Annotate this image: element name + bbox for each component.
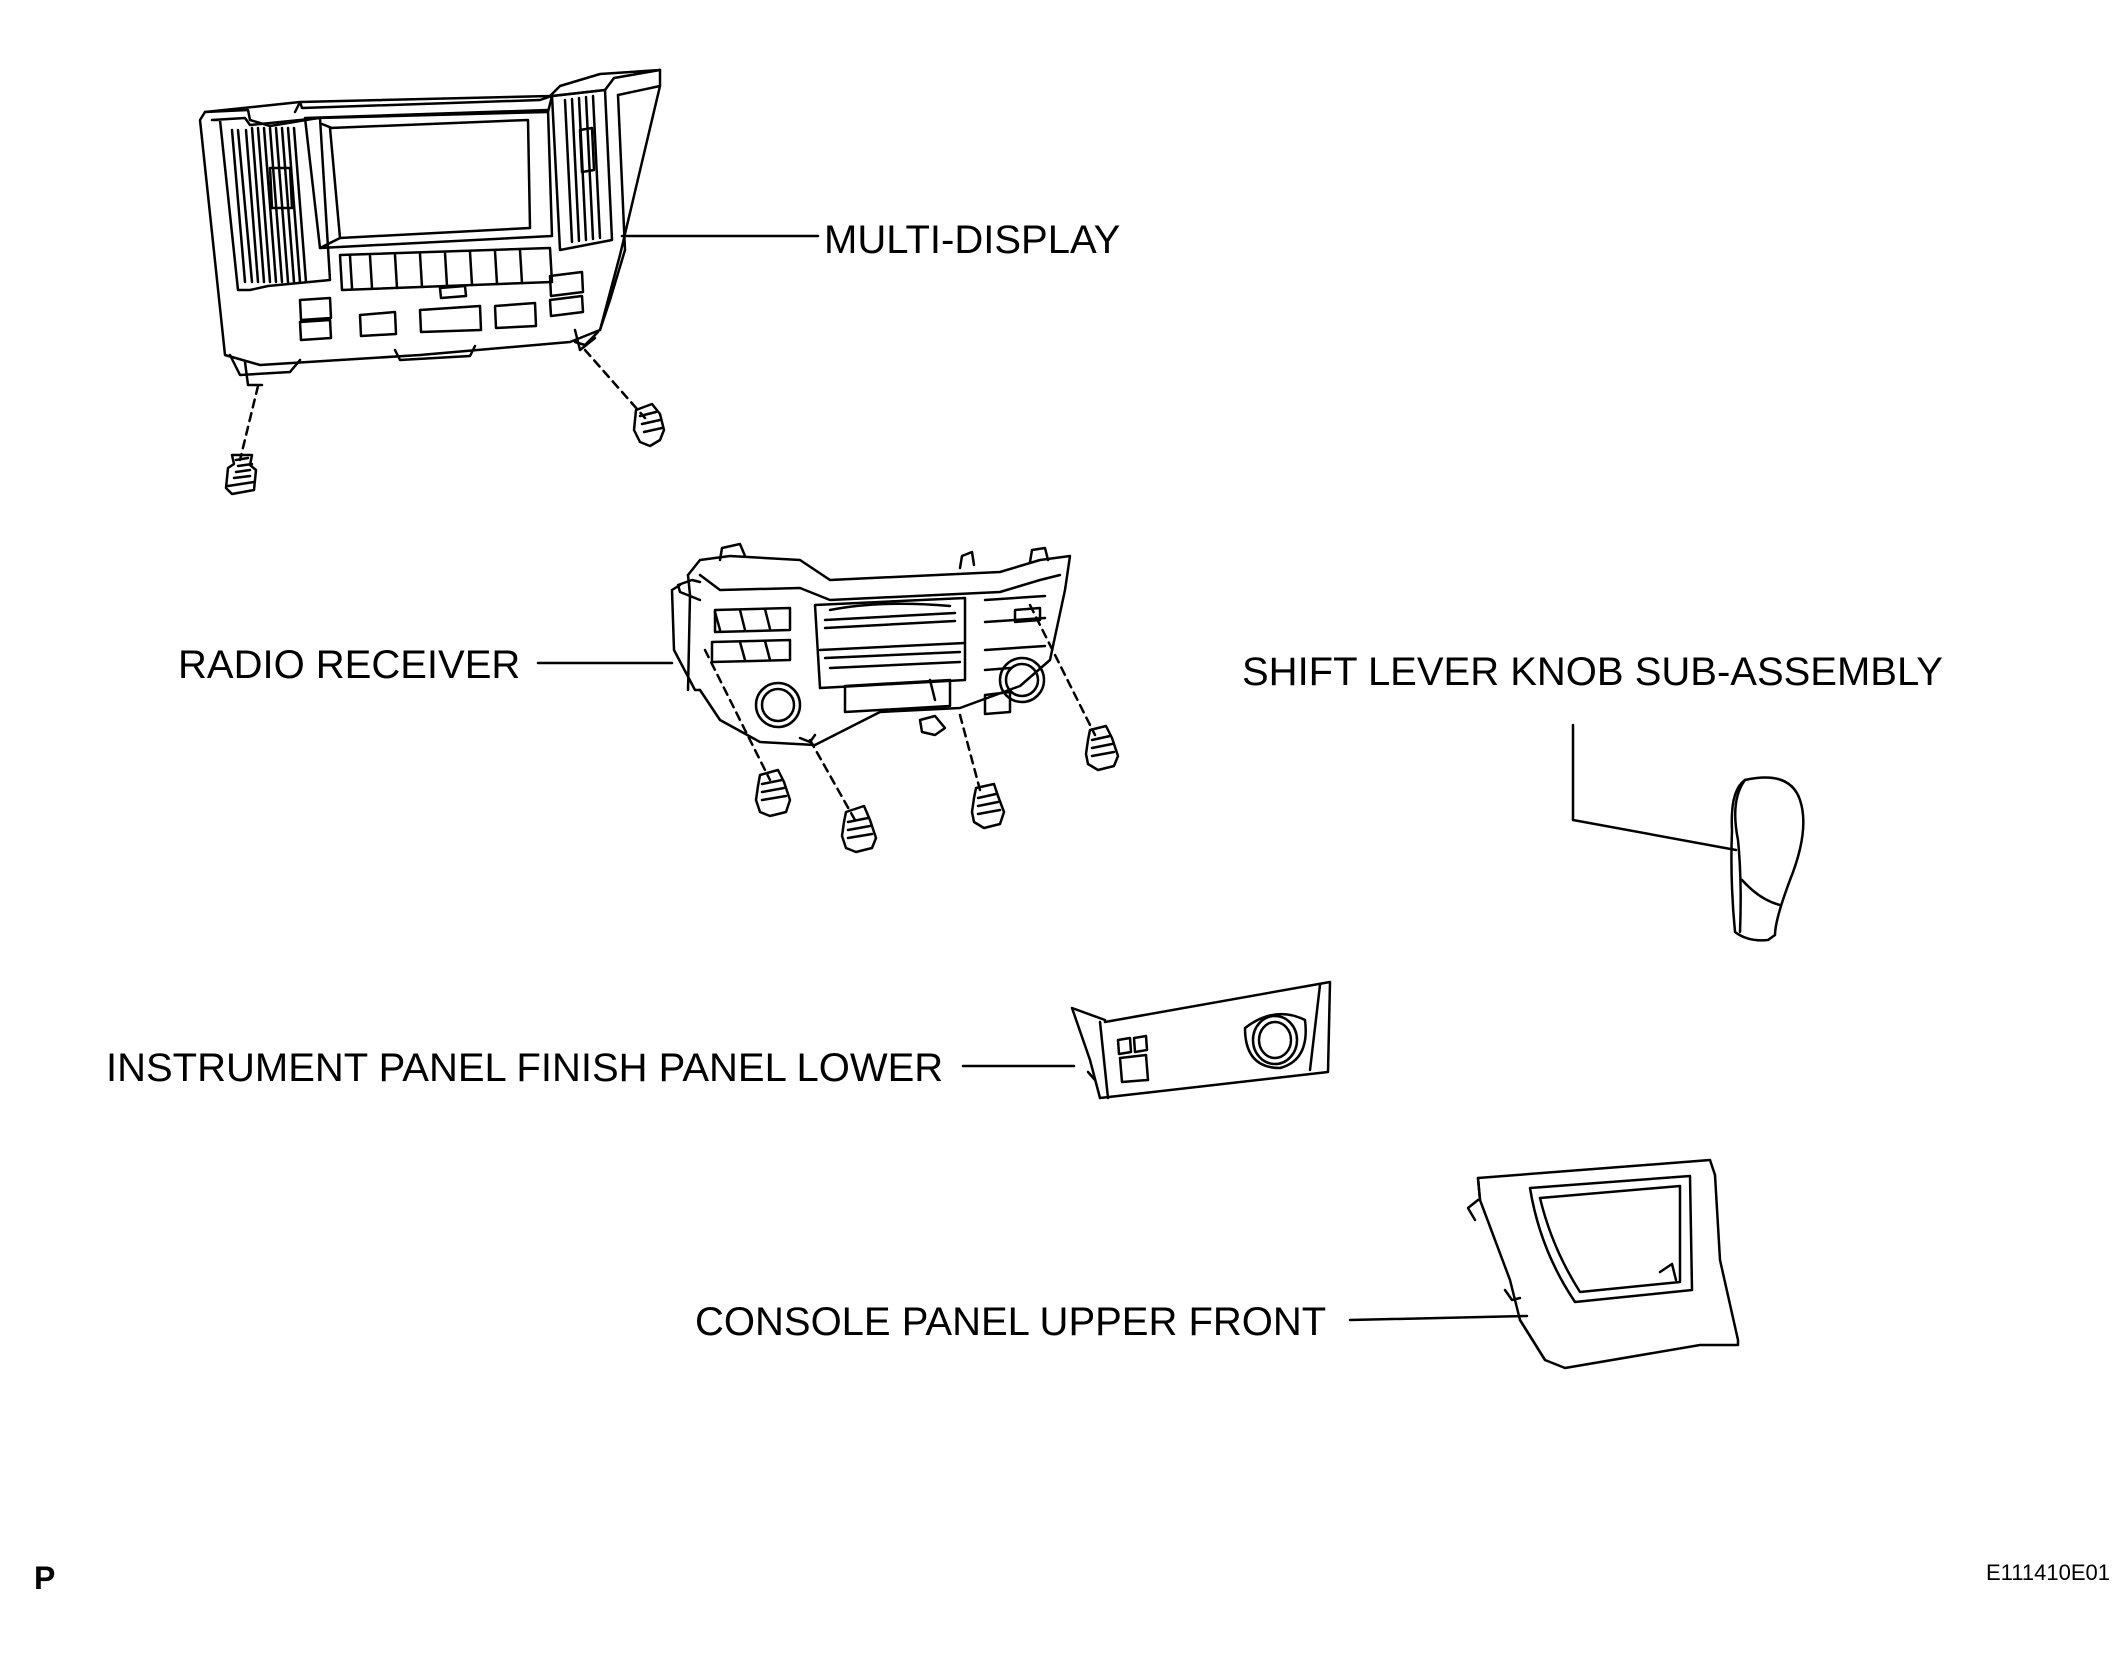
corner-mark: P [34, 1560, 56, 1596]
instrument-panel-finish-panel [1070, 980, 1332, 1100]
console-panel-upper-front [1466, 1158, 1740, 1370]
shift-lever-knob-label: SHIFT LEVER KNOB SUB-ASSEMBLY [1242, 650, 1943, 694]
radio-receiver-unit [670, 542, 1120, 854]
multi-display-unit [198, 68, 666, 496]
radio-receiver-label: RADIO RECEIVER [178, 643, 521, 687]
instrument-panel-finish-label: INSTRUMENT PANEL FINISH PANEL LOWER [106, 1046, 944, 1090]
figure-code: E111410E01 [1986, 1560, 2110, 1585]
shift-lever-knob [1730, 776, 1805, 942]
console-panel-label: CONSOLE PANEL UPPER FRONT [695, 1300, 1327, 1344]
leader-lines [536, 234, 1738, 1322]
multi-display-label: MULTI-DISPLAY [824, 218, 1121, 262]
